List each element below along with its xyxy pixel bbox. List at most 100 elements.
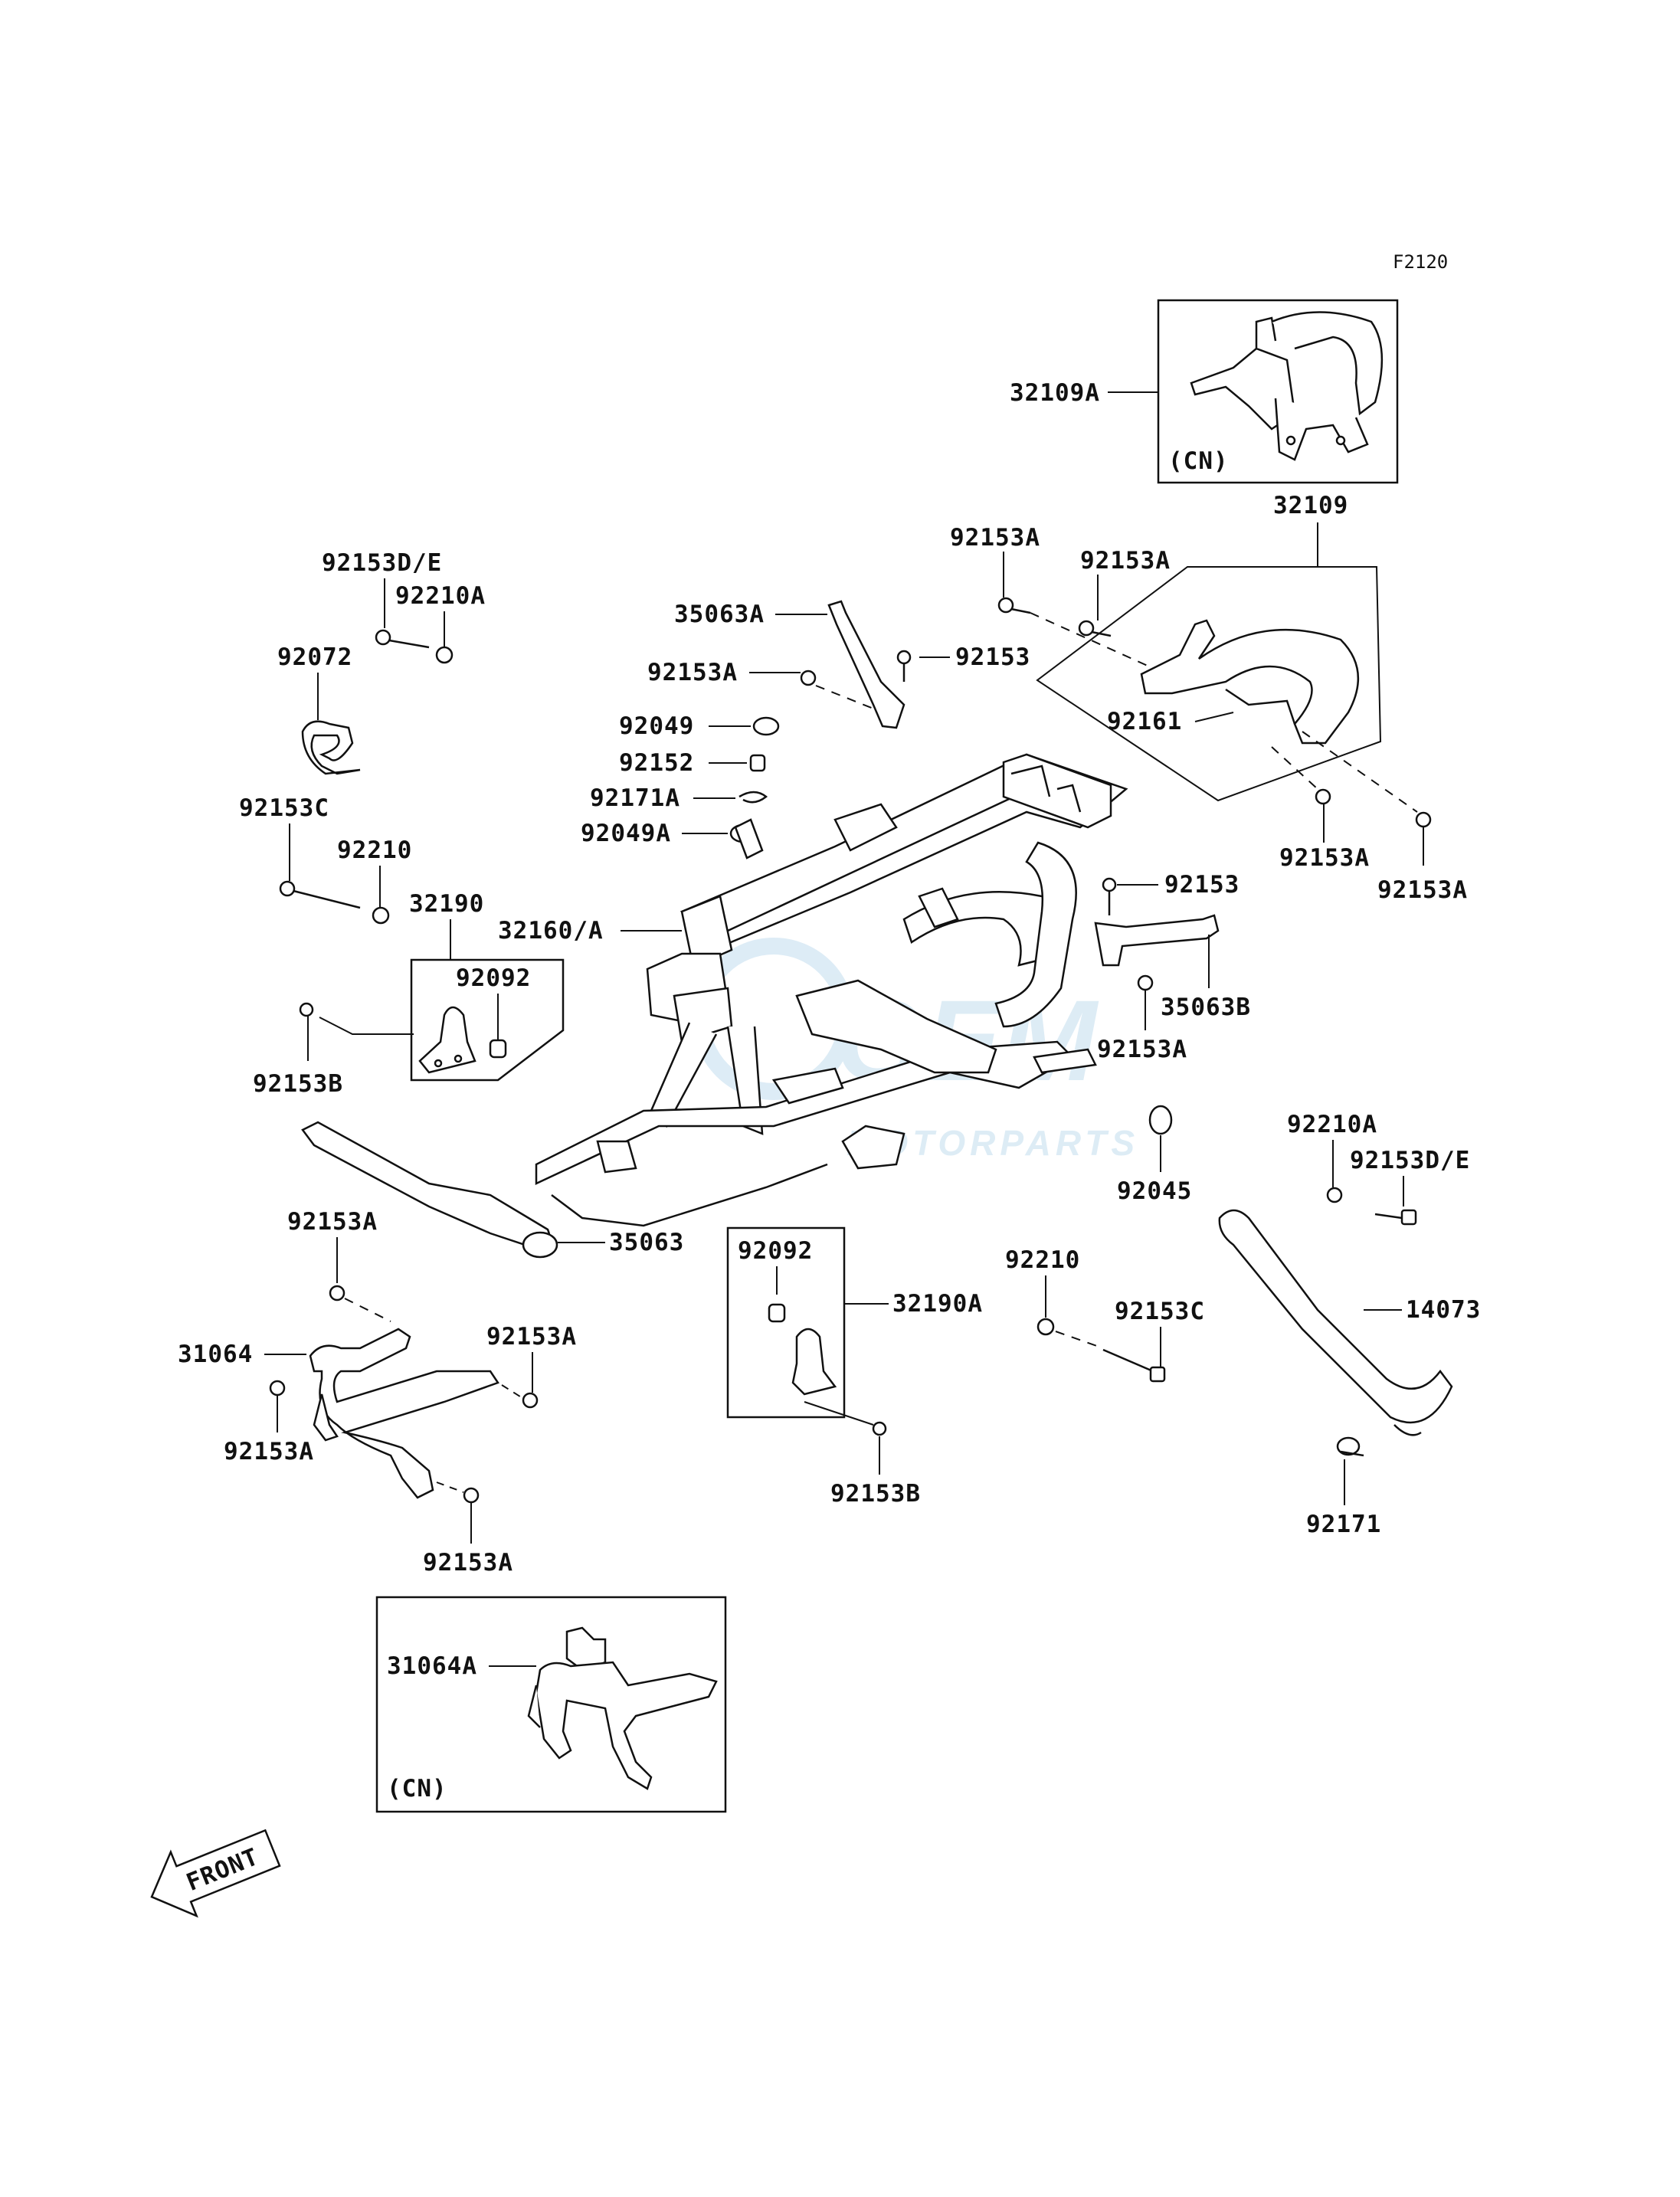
nut-92210a-1: [435, 646, 454, 664]
label-31064a: 31064A: [387, 1652, 477, 1680]
collar-92092-2: [768, 1303, 786, 1323]
label-92153b-1: 92153B: [253, 1070, 343, 1098]
bolt-92153de-1: [375, 629, 430, 649]
bracket-32190a: [791, 1328, 837, 1396]
grommet-92049: [752, 716, 780, 736]
label-92171a: 92171A: [590, 784, 680, 812]
label-92153a-9: 92153A: [224, 1438, 314, 1465]
bolt-92153a-9: [269, 1380, 286, 1396]
label-32109a: 32109A: [1010, 379, 1100, 407]
stay-35063-drawing: [301, 1121, 558, 1259]
left-mid-parts: 92153C 92210: [239, 794, 412, 925]
bracket-32190: [418, 1006, 476, 1074]
clamp-92171a: [738, 791, 768, 804]
label-32109: 32109: [1273, 492, 1348, 519]
bolt-92153a-5: [1415, 811, 1432, 828]
label-92210-1: 92210: [337, 837, 412, 864]
collar-92152: [749, 754, 766, 772]
label-92161: 92161: [1107, 708, 1182, 735]
label-92153a-4: 92153A: [1279, 844, 1370, 872]
label-92153de-1: 92153D/E: [322, 549, 442, 577]
bolt-92153b-1: [299, 1002, 314, 1017]
bolt-92153a-2: [1078, 620, 1112, 637]
front-arrow: FRONT: [150, 1829, 281, 1918]
part-92045-group: 92045: [1117, 1105, 1192, 1205]
bolt-92153a-7: [329, 1285, 345, 1302]
clamp-92171: [1336, 1436, 1364, 1457]
label-92153c-1: 92153C: [239, 794, 329, 822]
bolt-92153a-1: [997, 597, 1031, 614]
label-35063: 35063: [609, 1229, 684, 1256]
bolt-92153-2: [1102, 877, 1117, 915]
small-parts: 92049 92152 92171A 92049A: [581, 712, 780, 847]
bolt-92153-1: [896, 650, 912, 682]
nut-92210a-2: [1326, 1187, 1343, 1203]
label-92153a-2: 92153A: [1080, 547, 1171, 575]
inset-32109a: 32109A (CN): [1010, 299, 1399, 484]
label-92210a-1: 92210A: [395, 582, 486, 610]
inset-31064a: 31064A (CN): [375, 1596, 727, 1813]
label-92153c-2: 92153C: [1115, 1298, 1205, 1325]
label-92153a-6: 92153A: [1097, 1036, 1187, 1063]
label-14073: 14073: [1406, 1296, 1481, 1324]
bolt-92153b-2: [872, 1421, 887, 1436]
label-92153-1: 92153: [955, 643, 1030, 671]
bolt-92153a-4: [1315, 788, 1331, 805]
bolt-92153a-6: [1137, 974, 1154, 991]
bracket-31064-drawing: [309, 1328, 499, 1499]
label-92153a-7: 92153A: [287, 1208, 378, 1236]
label-92092-1: 92092: [456, 964, 531, 992]
diagram-code: F2120: [1393, 251, 1448, 273]
label-92153-2: 92153: [1164, 871, 1240, 899]
mount-32190a-group: 92092 32190A 92153B: [726, 1226, 983, 1508]
label-92153a-1: 92153A: [950, 524, 1040, 552]
right-mid-parts: 92210 92153C: [1005, 1246, 1205, 1383]
label-92049a: 92049A: [581, 820, 671, 847]
nut-92210-1: [372, 906, 390, 925]
rear-carrier-group: 32109 92153A 92153A 92161 92153A 92153A: [950, 492, 1467, 904]
label-32160a: 32160/A: [498, 917, 604, 945]
label-35063b: 35063B: [1161, 994, 1251, 1021]
carrier-cn-drawing: [1190, 311, 1384, 461]
main-frame: 32160/A: [498, 753, 1128, 1227]
bolt-92153c-2: [1102, 1348, 1166, 1383]
stay-35063b-group: 92153 35063B 92153A: [1094, 871, 1251, 1063]
label-31064: 31064: [178, 1341, 253, 1368]
bolt-92153c-1: [279, 880, 361, 909]
pipe-14073-group: 92210A 92153D/E 14073 92171: [1218, 1111, 1481, 1538]
label-92171: 92171: [1306, 1511, 1381, 1538]
bolt-92153a-10: [463, 1487, 480, 1504]
bracket-31064-group: 92153A 31064 92153A 92153A 92153A: [178, 1208, 577, 1577]
label-92049: 92049: [619, 712, 694, 740]
label-92153a-10: 92153A: [423, 1549, 513, 1577]
label-92210a-2: 92210A: [1287, 1111, 1377, 1138]
stay-35063a-drawing: [827, 600, 905, 729]
pipe-14073-drawing: [1218, 1209, 1453, 1436]
rear-carrier-drawing: [1140, 619, 1360, 745]
bolt-92153a-3: [800, 670, 817, 686]
label-92153a-8: 92153A: [486, 1323, 577, 1351]
collar-92092-1: [489, 1039, 507, 1059]
label-92092-2: 92092: [738, 1237, 813, 1265]
label-92045: 92045: [1117, 1177, 1192, 1205]
frame-drawing: [535, 753, 1128, 1227]
label-35063a: 35063A: [674, 601, 765, 628]
stay-35063a-group: 35063A 92153 92153A: [647, 600, 1030, 729]
stay-35063-group: 35063: [301, 1121, 684, 1259]
grommet-92045: [1148, 1105, 1173, 1135]
nut-92210-2: [1036, 1318, 1055, 1336]
stay-35063b-drawing: [1094, 914, 1220, 967]
label-92153de-2: 92153D/E: [1350, 1147, 1470, 1174]
label-92152: 92152: [619, 749, 694, 777]
bracket-31064a-drawing: [527, 1626, 718, 1790]
bolt-92153a-8: [522, 1392, 539, 1409]
inset-cn-label: (CN): [1168, 447, 1229, 475]
label-32190a: 32190A: [892, 1290, 983, 1318]
label-92153b-2: 92153B: [830, 1480, 921, 1508]
inset-cn-label-2: (CN): [387, 1775, 447, 1802]
left-top-parts: 92153D/E 92210A 92072: [277, 549, 486, 775]
band-92072: [301, 720, 361, 775]
label-92153a-3: 92153A: [647, 659, 738, 686]
label-32190: 32190: [409, 890, 484, 918]
